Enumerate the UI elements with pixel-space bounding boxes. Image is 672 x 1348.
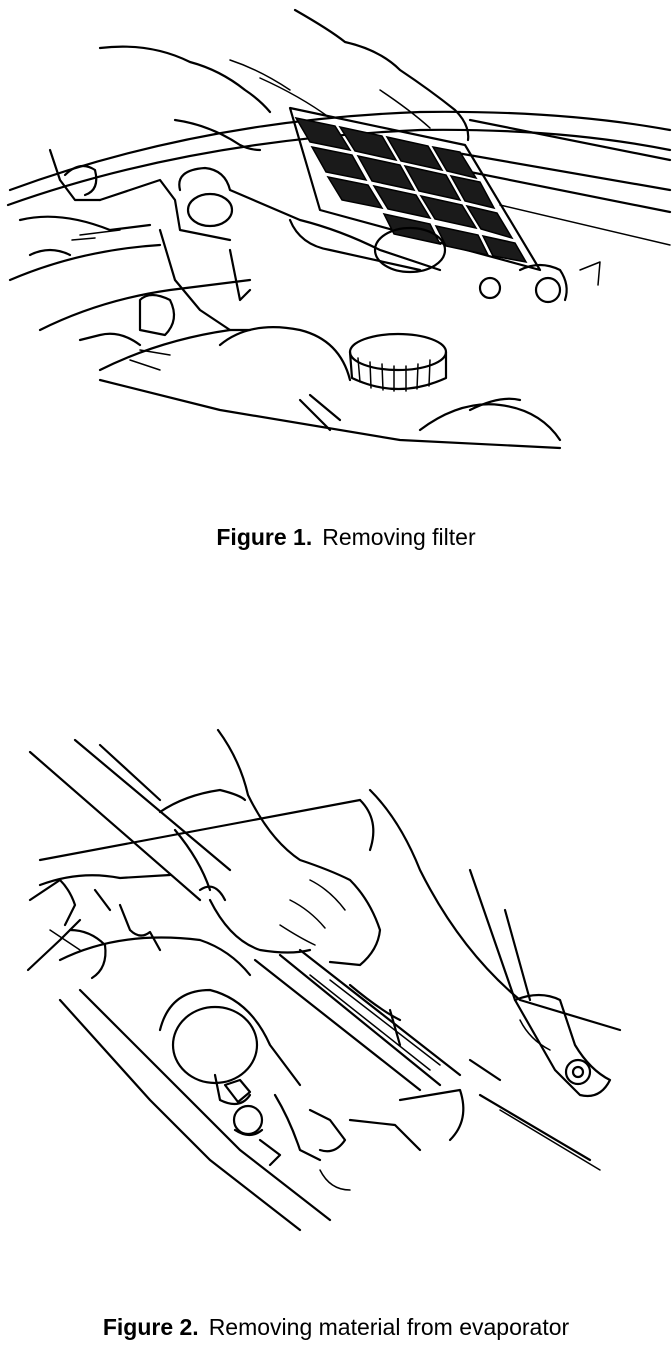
figure-1-illustration <box>6 8 672 450</box>
figure-2-caption: Figure 2. Removing material from evaporat… <box>0 1314 672 1341</box>
figure-2: Figure 2. Removing material from evaporat… <box>0 700 672 1348</box>
figure-1: Figure 1. Removing filter <box>0 0 672 600</box>
figure-2-number: Figure 2. <box>102 1314 199 1340</box>
figure-1-caption-text: Removing filter <box>322 524 476 550</box>
figure-2-caption-text: Removing material from evaporator <box>208 1314 570 1340</box>
figure-1-number: Figure 1. <box>216 524 313 550</box>
figure-1-caption: Figure 1. Removing filter <box>0 524 672 551</box>
filter-grid <box>294 116 528 264</box>
figure-2-illustration <box>26 728 622 1232</box>
